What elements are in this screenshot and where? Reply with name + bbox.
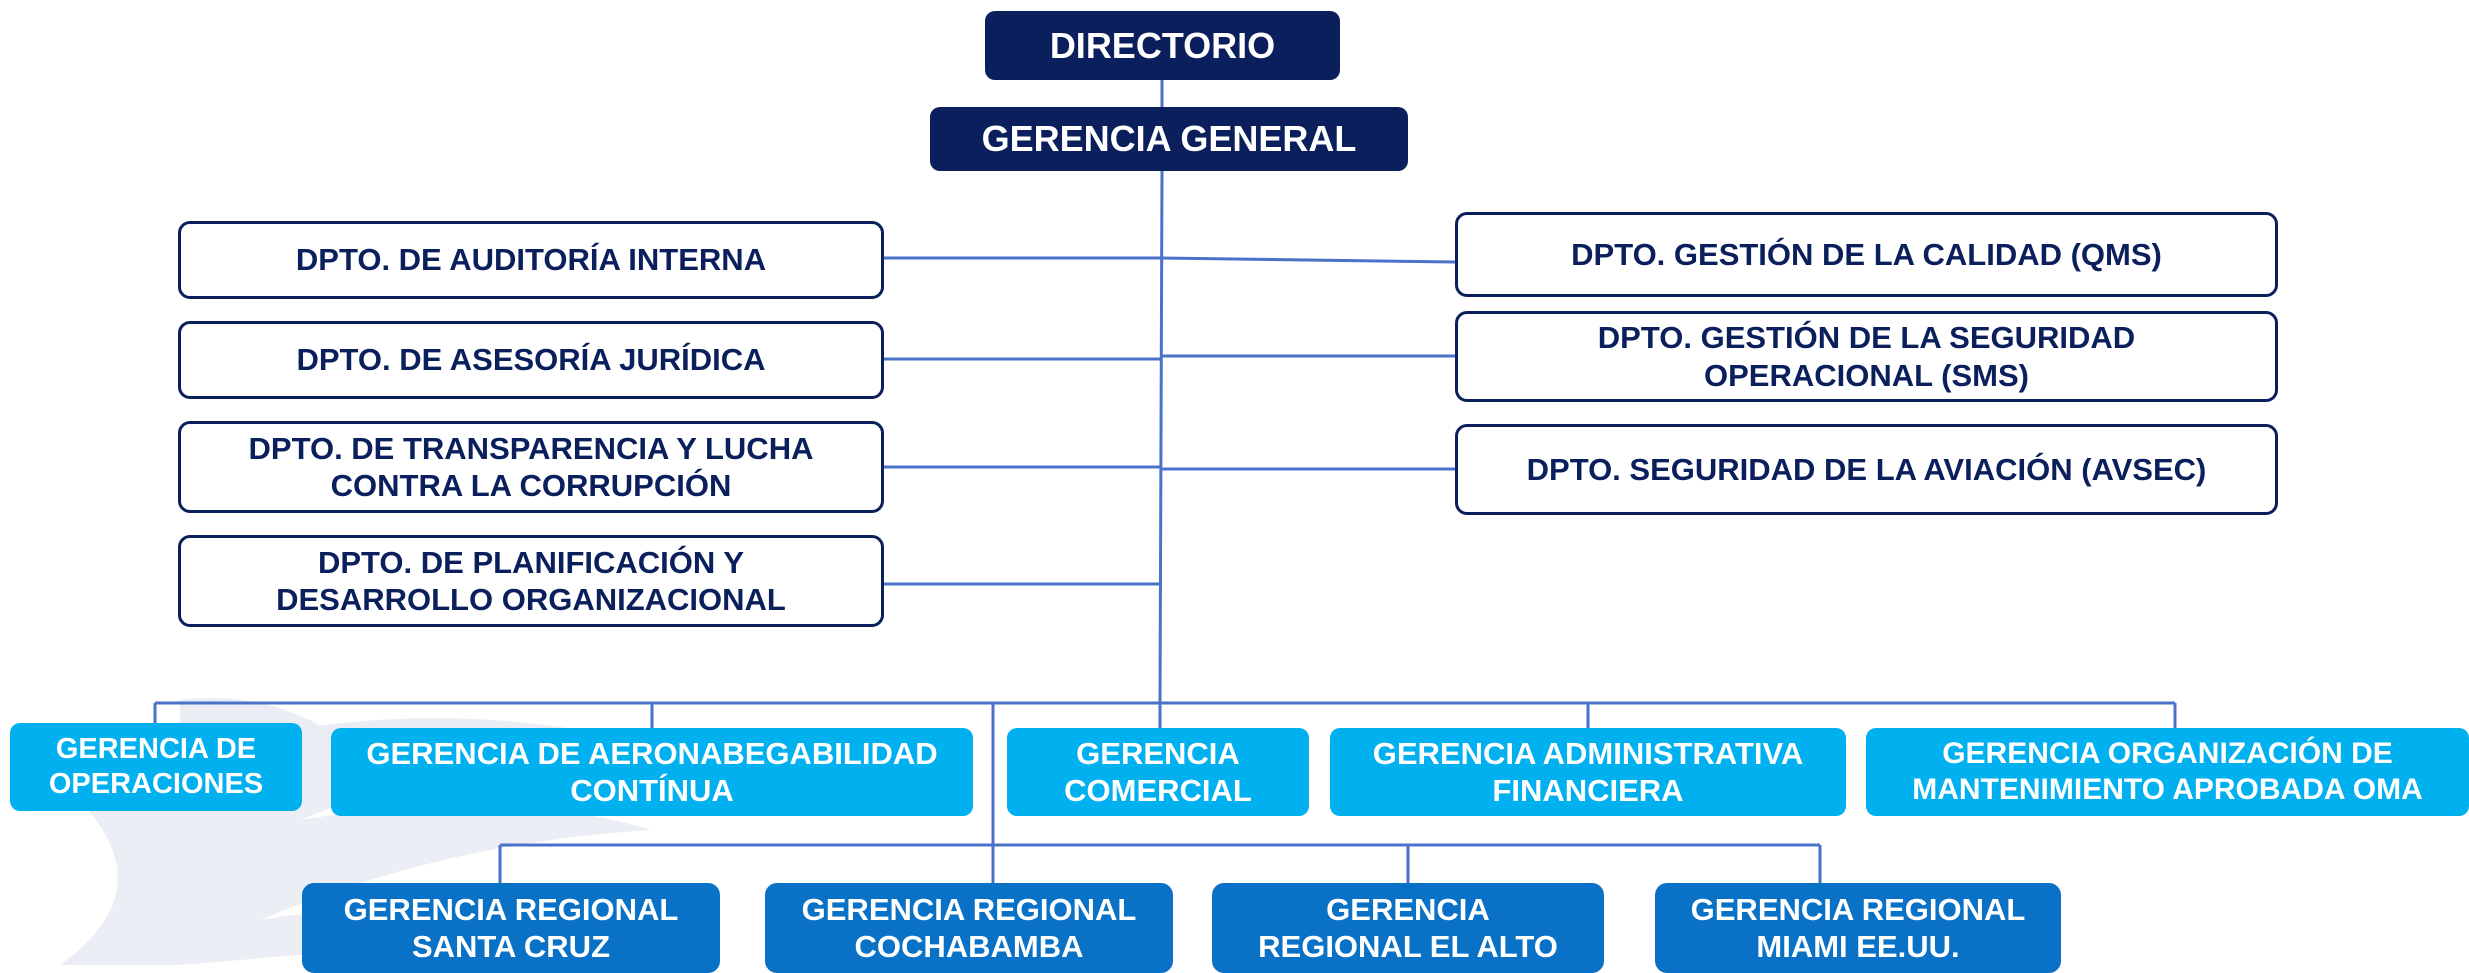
- dept-transparencia: DPTO. DE TRANSPARENCIA Y LUCHA CONTRA LA…: [178, 421, 884, 513]
- gerencia-general-label: GERENCIA GENERAL: [981, 118, 1357, 160]
- dept-label: DPTO. GESTIÓN DE LA SEGURIDAD OPERACIONA…: [1597, 320, 2136, 393]
- gerencia-regional-miami: GERENCIA REGIONAL MIAMI EE.UU.: [1655, 883, 2061, 973]
- gerencia-label: GERENCIA ADMINISTRATIVA FINANCIERA: [1372, 735, 1804, 808]
- dept-label: DPTO. SEGURIDAD DE LA AVIACIÓN (AVSEC): [1526, 451, 2207, 487]
- gerencia-label: GERENCIA ORGANIZACIÓN DE MANTENIMIENTO A…: [1912, 737, 2423, 806]
- dept-seguridad-aviacion: DPTO. SEGURIDAD DE LA AVIACIÓN (AVSEC): [1455, 424, 2278, 515]
- regional-label: GERENCIA REGIONAL MIAMI EE.UU.: [1690, 891, 2026, 964]
- gerencia-general-box: GERENCIA GENERAL: [930, 107, 1408, 171]
- dept-planificacion: DPTO. DE PLANIFICACIÓN Y DESARROLLO ORGA…: [178, 535, 884, 627]
- dept-label: DPTO. DE AUDITORÍA INTERNA: [295, 242, 767, 278]
- gerencia-oma: GERENCIA ORGANIZACIÓN DE MANTENIMIENTO A…: [1866, 728, 2469, 816]
- dept-label: DPTO. DE ASESORÍA JURÍDICA: [296, 342, 766, 378]
- gerencia-comercial: GERENCIA COMERCIAL: [1007, 728, 1309, 816]
- dept-label: DPTO. GESTIÓN DE LA CALIDAD (QMS): [1571, 236, 2162, 272]
- gerencia-administrativa-financiera: GERENCIA ADMINISTRATIVA FINANCIERA: [1330, 728, 1846, 816]
- regional-label: GERENCIA REGIONAL COCHABAMBA: [801, 891, 1137, 964]
- dept-asesoria-juridica: DPTO. DE ASESORÍA JURÍDICA: [178, 321, 884, 399]
- directorio-label: DIRECTORIO: [1049, 24, 1276, 66]
- gerencia-regional-el-alto: GERENCIA REGIONAL EL ALTO: [1212, 883, 1604, 973]
- gerencia-regional-cochabamba: GERENCIA REGIONAL COCHABAMBA: [765, 883, 1173, 973]
- gerencia-label: GERENCIA DE OPERACIONES: [48, 733, 264, 800]
- dept-seguridad-operacional: DPTO. GESTIÓN DE LA SEGURIDAD OPERACIONA…: [1455, 311, 2278, 402]
- regional-label: GERENCIA REGIONAL EL ALTO: [1258, 891, 1558, 964]
- org-connectors: [153, 80, 2177, 883]
- gerencia-aeronavegabilidad: GERENCIA DE AERONABEGABILIDAD CONTÍNUA: [331, 728, 973, 816]
- gerencia-regional-santa-cruz: GERENCIA REGIONAL SANTA CRUZ: [302, 883, 720, 973]
- dept-label: DPTO. DE TRANSPARENCIA Y LUCHA CONTRA LA…: [248, 430, 814, 503]
- gerencia-label: GERENCIA DE AERONABEGABILIDAD CONTÍNUA: [366, 735, 938, 808]
- regional-label: GERENCIA REGIONAL SANTA CRUZ: [343, 891, 679, 964]
- gerencia-operaciones: GERENCIA DE OPERACIONES: [10, 723, 302, 811]
- directorio-box: DIRECTORIO: [985, 11, 1340, 80]
- gerencia-label: GERENCIA COMERCIAL: [1064, 735, 1252, 808]
- dept-label: DPTO. DE PLANIFICACIÓN Y DESARROLLO ORGA…: [276, 544, 786, 617]
- dept-gestion-calidad: DPTO. GESTIÓN DE LA CALIDAD (QMS): [1455, 212, 2278, 297]
- dept-auditoria-interna: DPTO. DE AUDITORÍA INTERNA: [178, 221, 884, 299]
- connector-right-1: [1159, 256, 1456, 264]
- connector-trunk: [1158, 169, 1164, 704]
